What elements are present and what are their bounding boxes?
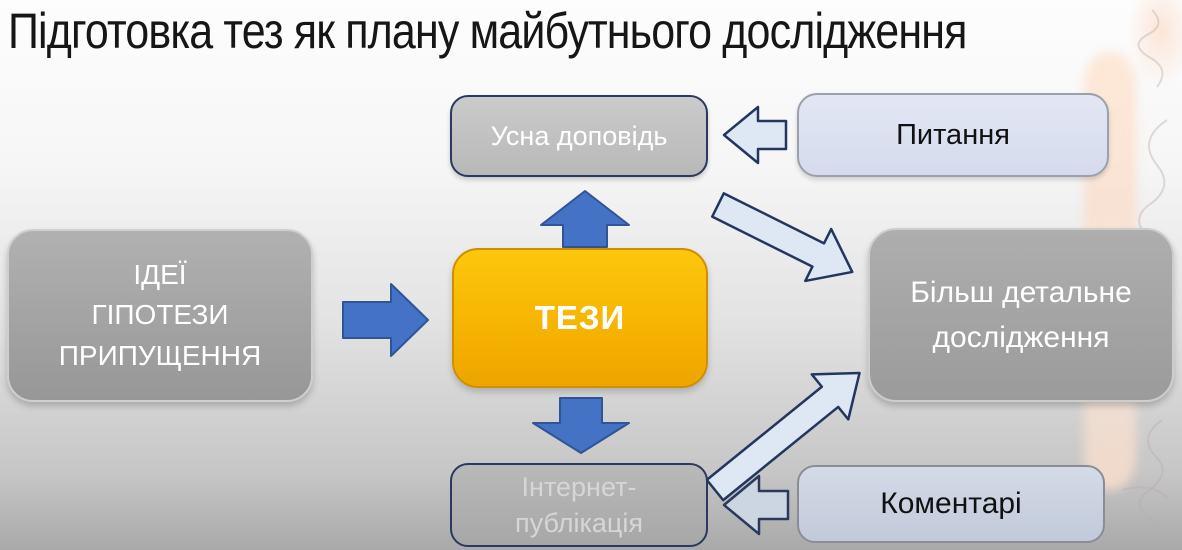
node-questions: Питання xyxy=(797,93,1109,177)
node-oral-report-label: Усна доповідь xyxy=(490,120,668,151)
node-ideas-hypotheses: ІДЕЇ ГІПОТЕЗИ ПРИПУЩЕННЯ xyxy=(7,229,313,402)
node-ideas-line1: ІДЕЇ xyxy=(133,258,187,290)
arrow-down-icon xyxy=(532,397,630,454)
node-internet-publication-line1: Інтернет- xyxy=(521,471,637,502)
arrow-left-bottom-icon xyxy=(722,474,790,536)
node-detailed-research: Більш детальне дослідження xyxy=(868,228,1174,402)
node-questions-label: Питання xyxy=(896,118,1010,151)
node-comments: Коментарі xyxy=(797,465,1105,543)
node-detailed-research-line2: дослідження xyxy=(932,321,1110,354)
node-ideas-line2: ГІПОТЕЗИ xyxy=(91,299,229,331)
node-comments-label: Коментарі xyxy=(880,487,1022,520)
node-ideas-line3: ПРИПУЩЕННЯ xyxy=(58,339,262,371)
node-detailed-research-line1: Більш детальне xyxy=(910,276,1132,309)
node-internet-publication: Інтернет- публікація xyxy=(450,463,708,547)
node-oral-report: Усна доповідь xyxy=(450,95,708,177)
node-theses-label: ТЕЗИ xyxy=(534,299,626,336)
arrow-diagonal-down-right-icon xyxy=(710,192,854,283)
node-internet-publication-line2: публікація xyxy=(515,508,643,538)
arrow-diagonal-up-right-icon xyxy=(705,371,861,502)
node-theses-center: ТЕЗИ xyxy=(452,248,708,388)
peach-blob-decoration xyxy=(1126,0,1182,86)
arrow-up-icon xyxy=(540,190,630,248)
arrow-right-icon xyxy=(342,283,429,357)
slide-title: Підготовка тез як плану майбутнього досл… xyxy=(8,3,967,59)
arrow-left-top-icon xyxy=(722,105,788,165)
